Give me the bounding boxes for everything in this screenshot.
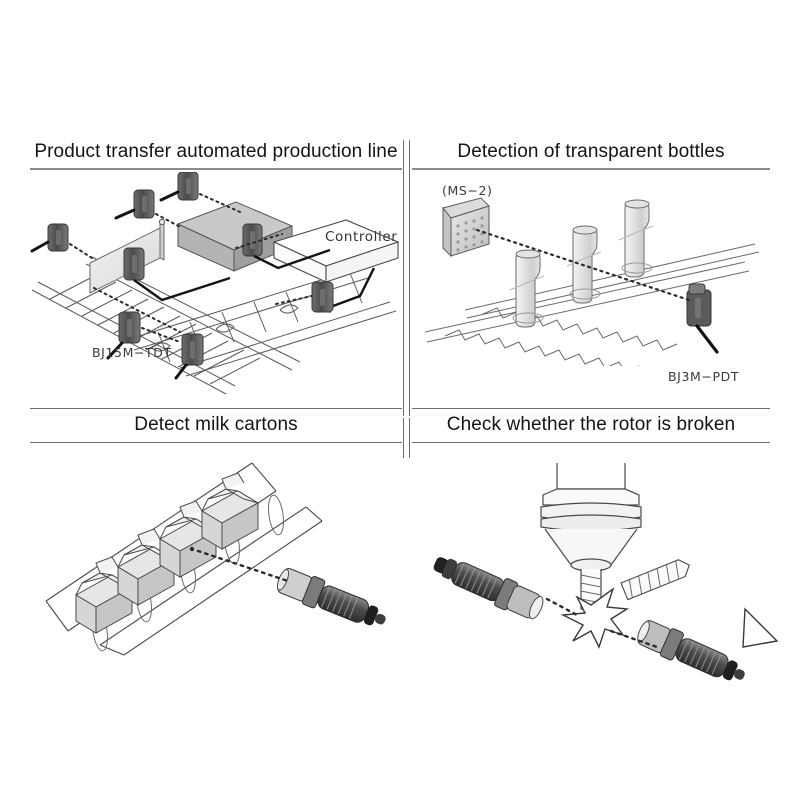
rule-top-left	[30, 168, 402, 170]
detection-beam	[475, 228, 691, 302]
milk-carton-4	[201, 472, 259, 550]
divider-vertical-a	[403, 140, 404, 416]
bottle-front	[509, 249, 545, 328]
panel-title-rotor-check: Check whether the rotor is broken	[446, 414, 736, 435]
detection-beam	[196, 549, 290, 583]
model-label-bj15m: BJ15M−TDT	[92, 345, 172, 360]
bottle-middle	[566, 225, 602, 304]
divider-vertical-b	[409, 140, 410, 416]
reflector-ms2	[442, 197, 490, 258]
reflector-label-ms2: (MS−2)	[442, 183, 493, 198]
break-burst	[560, 587, 630, 649]
panel-artwork-rotor-check	[425, 455, 785, 685]
rule-mid-lower-right	[412, 442, 770, 443]
cylindrical-sensor-left	[433, 557, 544, 620]
rule-mid-upper-left	[30, 408, 402, 409]
model-label-bj3m: BJ3M−PDT	[668, 369, 740, 384]
divider-vertical-c	[403, 418, 404, 458]
detection-beams	[69, 193, 313, 343]
panel-title-product-transfer: Product transfer automated production li…	[34, 141, 398, 162]
rule-top-right	[412, 168, 770, 170]
panel-artwork-milk-cartons	[40, 455, 400, 665]
panel-artwork-transparent-bottles	[425, 186, 775, 366]
panel-artwork-product-transfer	[30, 172, 402, 397]
panel-title-milk-cartons: Detect milk cartons	[134, 414, 298, 435]
cylindrical-sensor-right	[637, 620, 745, 681]
photo-sensor-group	[30, 172, 376, 380]
rule-mid-lower-left	[30, 442, 402, 443]
broken-screw	[620, 559, 690, 601]
detection-point	[189, 546, 195, 552]
divider-vertical-d	[409, 418, 410, 458]
bottle-back	[618, 199, 654, 278]
cylindrical-sensor	[276, 568, 386, 626]
photo-sensor-bj3m	[686, 283, 719, 354]
panel-title-transparent-bottles: Detection of transparent bottles	[457, 141, 725, 162]
corner-wedge	[742, 607, 779, 648]
detection-beams	[545, 597, 659, 649]
controller-label: Controller	[325, 229, 398, 245]
rotor-tool	[540, 463, 642, 610]
rule-mid-upper-right	[412, 408, 770, 409]
machine-block	[176, 201, 294, 272]
